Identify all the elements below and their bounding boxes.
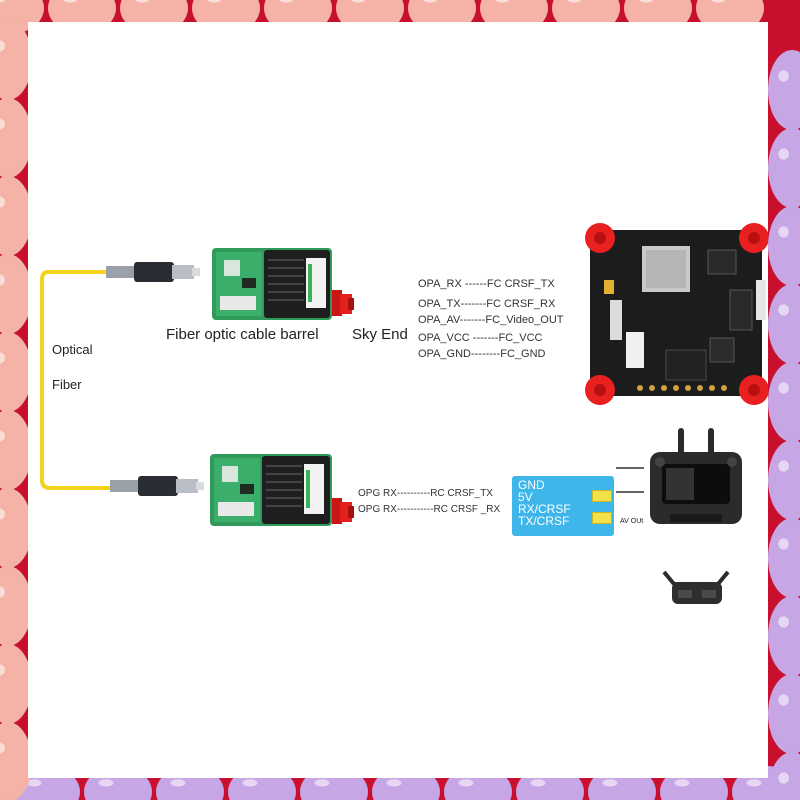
bubble-highlight (242, 779, 258, 787)
rc-controller-icon (650, 428, 742, 524)
bubble-highlight (278, 0, 294, 3)
bubble-highlight (98, 779, 114, 787)
card-line-rx: RX/CRSF (518, 502, 571, 516)
bubble-highlight (0, 274, 5, 286)
bubble-decoration (0, 722, 32, 800)
bubble-highlight (0, 742, 5, 754)
bubble-highlight (778, 304, 789, 316)
bubble-highlight (0, 0, 6, 3)
bubble-decoration (768, 596, 800, 676)
bubble-decoration (768, 674, 800, 754)
card-pad-top (592, 490, 612, 502)
sky-wire-5: OPA_GND--------FC_GND (418, 348, 546, 360)
bubble-highlight (170, 779, 186, 787)
sky-wire-3: OPA_AV-------FC_Video_OUT (418, 314, 564, 326)
bubble-highlight (778, 538, 789, 550)
bubble-decoration (0, 644, 32, 724)
bubble-highlight (746, 779, 762, 787)
bubble-highlight (0, 118, 5, 130)
fiber-label: Fiber (52, 377, 82, 392)
diagram-graphics (40, 223, 768, 604)
card-line-tx: TX/CRSF (518, 514, 570, 528)
bubble-decoration (768, 128, 800, 208)
fiber-module-icon (210, 454, 354, 526)
bubble-highlight (778, 70, 789, 82)
sky-wire-4: OPA_VCC -------FC_VCC (418, 332, 543, 344)
bubble-highlight (62, 0, 78, 3)
sky-wire-1: OPA_RX ------FC CRSF_TX (418, 278, 555, 290)
flight-controller-icon (585, 223, 768, 405)
bubble-highlight (386, 779, 402, 787)
bubble-highlight (602, 779, 618, 787)
fiber-connector-icon (110, 476, 204, 496)
bubble-highlight (778, 382, 789, 394)
bubble-highlight (0, 586, 5, 598)
bubble-highlight (710, 0, 726, 3)
sky-end-label: Sky End (352, 326, 408, 343)
fpv-goggles-icon (662, 570, 730, 604)
bubble-highlight (314, 779, 330, 787)
bubble-highlight (134, 0, 150, 3)
ground-wire-1: OPG RX----------RC CRSF_TX (358, 488, 493, 499)
bubble-highlight (778, 460, 789, 472)
bubble-decoration (768, 284, 800, 364)
bubble-decoration (0, 254, 32, 334)
fiber-connector-icon (106, 262, 200, 282)
av-out-label: AV OUt (620, 518, 644, 525)
bubble-highlight (0, 196, 5, 208)
ground-wire-2: OPG RX-----------RC CRSF _RX (358, 504, 501, 515)
bubble-decoration (768, 206, 800, 286)
bubble-highlight (0, 430, 5, 442)
bubble-decoration (0, 20, 32, 100)
bubble-highlight (494, 0, 510, 3)
bubble-decoration (768, 518, 800, 598)
bubble-highlight (638, 0, 654, 3)
bubble-highlight (206, 0, 222, 3)
bubble-highlight (0, 664, 5, 676)
bubble-highlight (0, 508, 5, 520)
bubble-highlight (422, 0, 438, 3)
bubble-decoration (0, 488, 32, 568)
bubble-highlight (350, 0, 366, 3)
bubble-decoration (768, 440, 800, 520)
bubble-highlight (566, 0, 582, 3)
diagram-panel: Optical Fiber Fiber optic cable barrel S… (28, 22, 768, 778)
bubble-highlight (778, 694, 789, 706)
bubble-highlight (778, 226, 789, 238)
bubble-decoration (0, 410, 32, 490)
bubble-decoration (0, 98, 32, 178)
card-line-5v: 5V (518, 490, 533, 504)
bubble-highlight (674, 779, 690, 787)
bubble-decoration (0, 332, 32, 412)
bubble-highlight (0, 40, 5, 52)
bubble-highlight (26, 779, 42, 787)
card-pad-bottom (592, 512, 612, 524)
fiber-module-icon (212, 248, 354, 320)
bubble-decoration (0, 176, 32, 256)
optical-label: Optical (52, 342, 93, 357)
bubble-highlight (530, 779, 546, 787)
wiring-card: GND 5V RX/CRSF TX/CRSF (512, 476, 614, 536)
bubble-highlight (778, 148, 789, 160)
bubble-decoration (768, 362, 800, 442)
bubble-highlight (458, 779, 474, 787)
sky-wire-2: OPA_TX-------FC CRSF_RX (418, 298, 556, 310)
bubble-highlight (778, 772, 789, 784)
bubble-decoration (768, 50, 800, 130)
bubble-highlight (0, 352, 5, 364)
barrel-label: Fiber optic cable barrel (166, 326, 319, 343)
bubble-decoration (0, 566, 32, 646)
bubble-highlight (778, 616, 789, 628)
card-line-gnd: GND (518, 478, 545, 492)
optical-fiber-cable (40, 270, 110, 490)
